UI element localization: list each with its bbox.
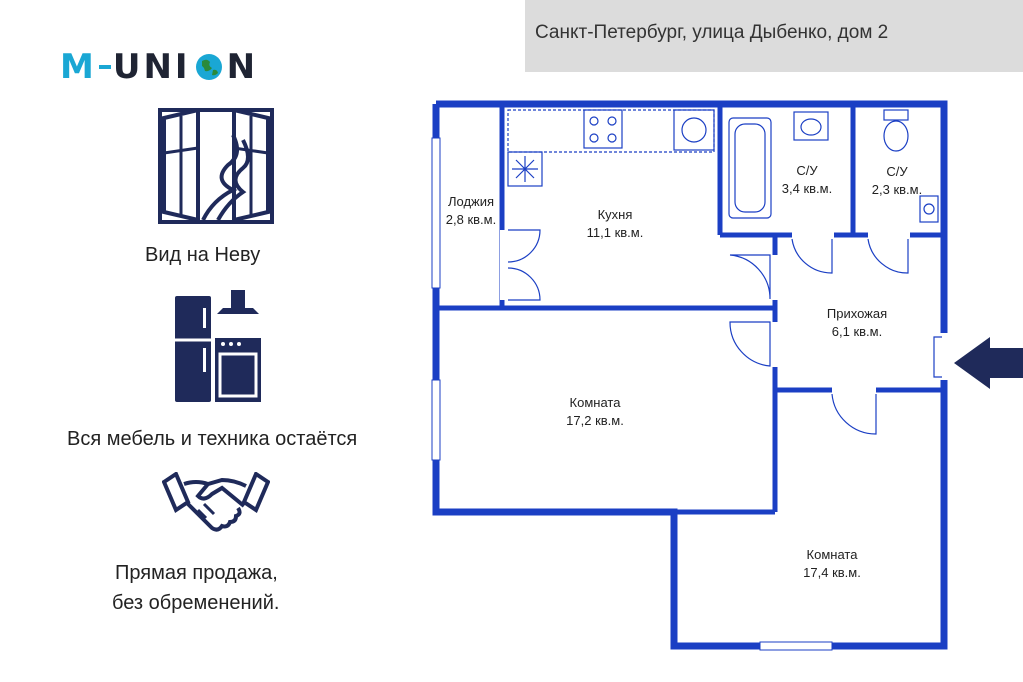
- room-name: С/У: [886, 164, 908, 179]
- window-loggia: [431, 137, 441, 289]
- globe-icon: [195, 54, 222, 80]
- feature-label-furniture: Вся мебель и техника остаётся: [67, 428, 358, 450]
- room-bathroom-2: С/У 2,3 кв.м.: [865, 163, 929, 199]
- bathtub: [728, 117, 772, 219]
- room-name: Лоджия: [447, 194, 495, 209]
- room-living-2: Комната 17,4 кв.м.: [782, 546, 882, 582]
- door-room2: [831, 393, 877, 435]
- feature-label-sale-line2: без обременений.: [112, 592, 280, 614]
- room-name: Кухня: [597, 207, 633, 222]
- door-bath2: [867, 238, 909, 274]
- room-area: 3,4 кв.м.: [781, 181, 833, 196]
- window-room2: [759, 641, 833, 651]
- door-bath1: [791, 238, 833, 274]
- kitchen-counter: [507, 109, 715, 153]
- munion-logo: M UNI N: [60, 46, 258, 88]
- room-name: Комната: [569, 395, 621, 410]
- room-kitchen: Кухня 11,1 кв.м.: [570, 206, 660, 242]
- kitchen-appliances-icon: [175, 290, 261, 402]
- room-area: 11,1 кв.м.: [586, 225, 644, 240]
- room-area: 2,3 кв.м.: [871, 182, 923, 197]
- logo-text: UNI: [112, 47, 191, 87]
- bath-sink: [793, 111, 829, 141]
- window-river-icon: [158, 108, 274, 224]
- room-area: 6,1 кв.м.: [831, 324, 883, 339]
- door-kitchen: [729, 254, 771, 300]
- address-header: Санкт-Петербург, улица Дыбенко, дом 2: [525, 0, 1023, 72]
- room-name: С/У: [796, 163, 818, 178]
- room-living-1: Комната 17,2 кв.м.: [545, 394, 645, 430]
- room-area: 2,8 кв.м.: [445, 212, 497, 227]
- toilet: [883, 109, 909, 121]
- room-bathroom-1: С/У 3,4 кв.м.: [775, 162, 839, 198]
- address-text: Санкт-Петербург, улица Дыбенко, дом 2: [535, 22, 889, 43]
- room-area: 17,2 кв.м.: [566, 413, 624, 428]
- feature-label-view: Вид на Неву: [145, 244, 261, 266]
- door-room1: [729, 321, 771, 367]
- room-area: 17,4 кв.м.: [803, 565, 861, 580]
- stove-top: [583, 109, 623, 149]
- wall-top: [436, 100, 948, 333]
- logo-text-end: N: [226, 47, 259, 87]
- logo-letter-m: M: [60, 47, 97, 87]
- window-room1: [431, 379, 441, 461]
- feature-label-sale-line1: Прямая продажа,: [115, 562, 278, 584]
- kitchen-sink: [673, 109, 715, 151]
- door-loggia-2: [507, 267, 541, 301]
- room-name: Прихожая: [826, 306, 888, 321]
- wc-sink: [919, 195, 939, 223]
- logo-dash: [98, 65, 111, 69]
- door-entrance: [933, 336, 942, 378]
- entrance-arrow-icon: [954, 337, 1023, 389]
- room-name: Комната: [806, 547, 858, 562]
- room-hallway: Прихожая 6,1 кв.м.: [812, 305, 902, 341]
- fridge: [507, 151, 543, 187]
- handshake-icon: [162, 472, 270, 532]
- door-loggia-1: [507, 229, 541, 263]
- room-loggia: Лоджия 2,8 кв.м.: [442, 193, 500, 229]
